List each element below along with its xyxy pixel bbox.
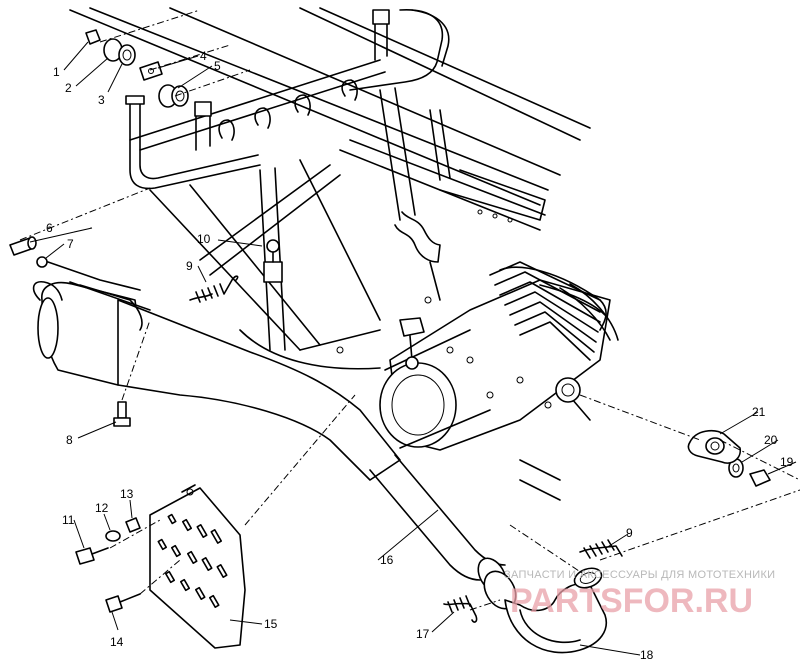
callout-16: 16 [380, 553, 394, 567]
leader-lines [29, 41, 797, 656]
watermark-brand: PARTSFOR.RU [510, 582, 753, 620]
callout-3: 3 [98, 93, 105, 107]
muffler [32, 280, 401, 481]
callout-9-upper: 9 [186, 259, 193, 273]
callout-14: 14 [110, 635, 124, 649]
callout-21: 21 [752, 405, 766, 419]
callout-10: 10 [197, 232, 211, 246]
assembly-lines [19, 9, 800, 611]
heat-shield [149, 484, 246, 649]
callout-13: 13 [120, 487, 134, 501]
callout-6: 6 [46, 221, 53, 235]
engine [379, 261, 619, 451]
callout-5: 5 [214, 59, 221, 73]
vehicle-frame [69, 7, 591, 501]
callout-18: 18 [640, 648, 654, 661]
callout-19: 19 [780, 455, 794, 469]
callout-4: 4 [200, 49, 207, 63]
callout-20: 20 [764, 433, 778, 447]
callout-15: 15 [264, 617, 278, 631]
callout-1: 1 [53, 65, 60, 79]
callout-8: 8 [66, 433, 73, 447]
callout-9-lower: 9 [626, 526, 633, 540]
callout-7: 7 [67, 237, 74, 251]
watermark: ЗАПЧАСТИ И АКСЕССУАРЫ ДЛЯ МОТОТЕХНИКИ PA… [504, 569, 775, 620]
callout-17: 17 [416, 627, 430, 641]
callout-2: 2 [65, 81, 72, 95]
hardware [9, 29, 771, 623]
callout-12: 12 [95, 501, 109, 515]
heat-shield-slots [157, 513, 228, 608]
callout-11: 11 [62, 513, 75, 527]
head-pipe [369, 454, 517, 610]
watermark-tagline: ЗАПЧАСТИ И АКСЕССУАРЫ ДЛЯ МОТОТЕХНИКИ [504, 569, 775, 581]
callout-labels: 1 2 3 4 5 6 7 8 9 9 10 11 12 13 14 15 16… [46, 49, 794, 661]
elbow-pipe [504, 567, 607, 654]
